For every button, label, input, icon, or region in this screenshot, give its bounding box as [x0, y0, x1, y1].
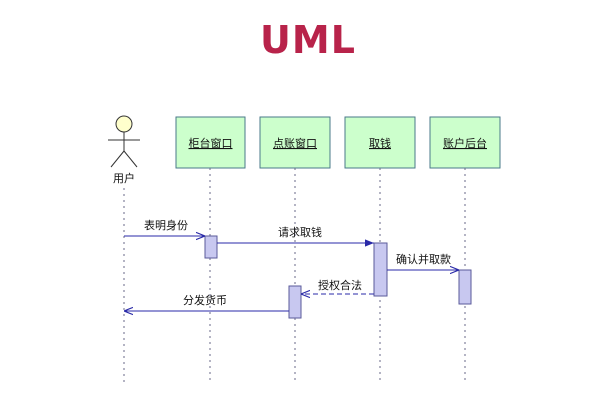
object-label-cash: 点账窗口 [273, 136, 317, 150]
activation-cash [288, 285, 302, 319]
message-label-identify: 表明身份 [144, 218, 188, 232]
message-request-withdraw: 请求取钱 [217, 225, 374, 247]
object-box-backend: 账户后台 [429, 116, 501, 169]
message-label-dispense-cash: 分发货币 [183, 293, 227, 307]
actor-head [115, 115, 133, 133]
activation-withdraw [373, 242, 388, 297]
activation-backend [458, 269, 472, 305]
object-label-counter: 柜台窗口 [189, 136, 233, 150]
actor-right-leg [123, 150, 138, 168]
message-label-confirm-withdraw: 确认并取款 [396, 252, 451, 266]
diagram-title: UML [260, 18, 356, 62]
activation-counter [204, 235, 218, 259]
object-box-counter: 柜台窗口 [175, 116, 246, 169]
object-label-withdraw: 取钱 [369, 136, 391, 150]
actor-left-leg [110, 150, 125, 168]
message-dispense-cash: 分发货币 [124, 293, 289, 311]
actor-user: 用户 [108, 115, 140, 185]
message-identify: 表明身份 [124, 218, 205, 236]
object-label-backend: 账户后台 [443, 136, 487, 150]
object-box-cash: 点账窗口 [259, 116, 331, 169]
message-authorize: 授权合法 [301, 278, 374, 294]
message-label-request-withdraw: 请求取钱 [278, 225, 322, 239]
object-box-withdraw: 取钱 [344, 116, 416, 169]
message-confirm-withdraw: 确认并取款 [387, 252, 459, 270]
actor-label: 用户 [113, 171, 135, 185]
message-label-authorize: 授权合法 [318, 278, 362, 292]
